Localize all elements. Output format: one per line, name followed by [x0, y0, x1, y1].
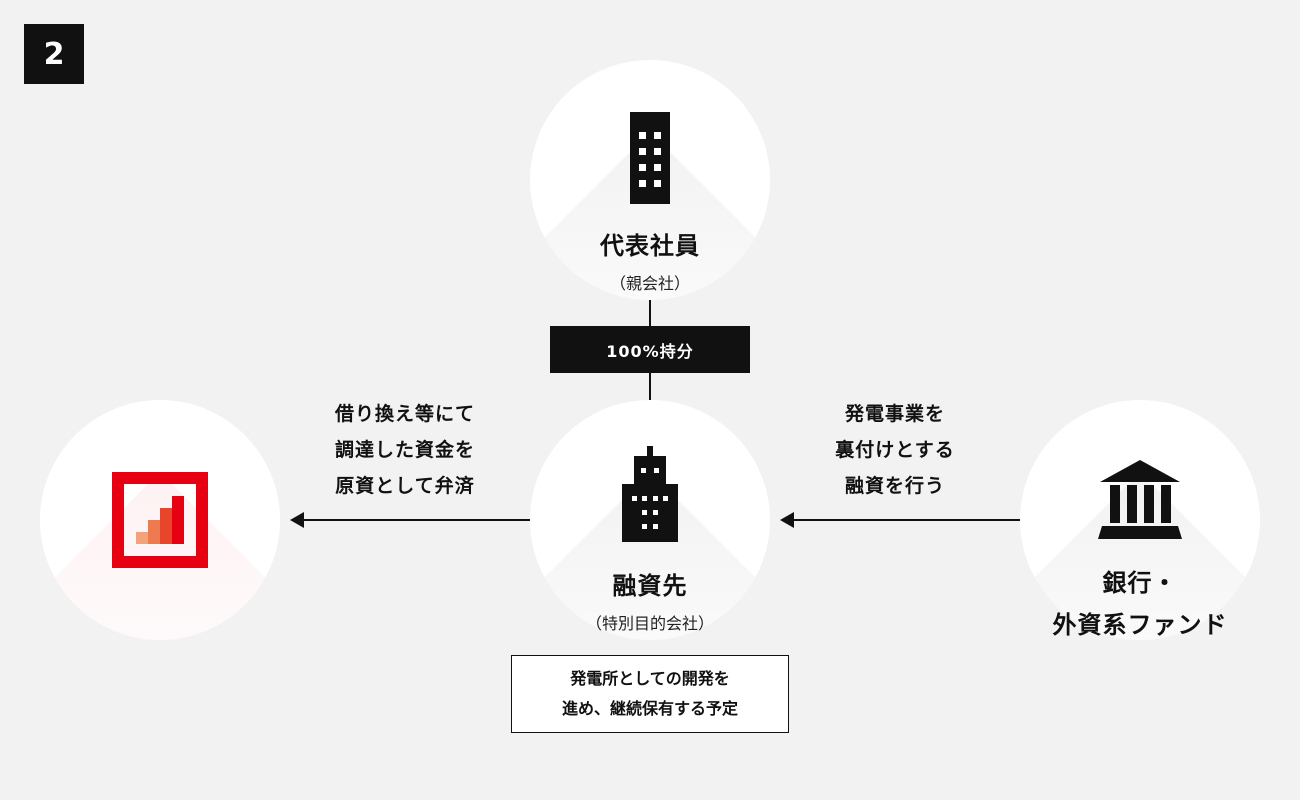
note-line: 進め、継続保有する予定 [561, 699, 738, 718]
bank-node [1020, 400, 1260, 640]
connector-line [649, 300, 651, 326]
label-line: 借り換え等にて [334, 403, 475, 425]
connector-line [649, 373, 651, 400]
spc-subtitle: （特別目的会社） [585, 614, 714, 633]
spc-title: 融資先 [612, 572, 688, 600]
label-line: 原資として弁済 [335, 475, 475, 497]
plan-note: 発電所としての開発を 進め、継続保有する予定 [511, 655, 789, 733]
loan-label: 発電事業を 裏付けとする 融資を行う [790, 396, 1000, 504]
skyscraper-icon [622, 446, 678, 542]
repayment-arrow-line [300, 519, 530, 521]
parent-title: 代表社員 [600, 232, 700, 260]
repayment-label: 借り換え等にて 調達した資金を 原資として弁済 [300, 396, 510, 504]
spc-node [530, 400, 770, 640]
bank-title-line: 外資系ファンド [1052, 611, 1228, 639]
company-logo-bars-icon [112, 472, 208, 568]
label-line: 融資を行う [844, 475, 945, 497]
parent-subtitle: （親会社） [609, 274, 690, 293]
arrow-left-icon [290, 512, 304, 528]
label-line: 発電事業を [844, 403, 945, 425]
parent-company-node [530, 60, 770, 300]
bank-icon [1098, 460, 1182, 539]
company-node [40, 400, 280, 640]
note-line: 発電所としての開発を [570, 669, 730, 688]
label-line: 調達した資金を [334, 439, 475, 461]
bank-title-line: 銀行・ [1102, 569, 1178, 597]
ownership-label: 100%持分 [550, 326, 750, 373]
office-building-icon [630, 112, 670, 204]
step-badge: 2 [24, 24, 84, 84]
bank-title: 銀行・ 外資系ファンド [990, 562, 1290, 646]
label-line: 裏付けとする [835, 439, 955, 461]
arrow-left-icon [780, 512, 794, 528]
loan-arrow-line [790, 519, 1020, 521]
